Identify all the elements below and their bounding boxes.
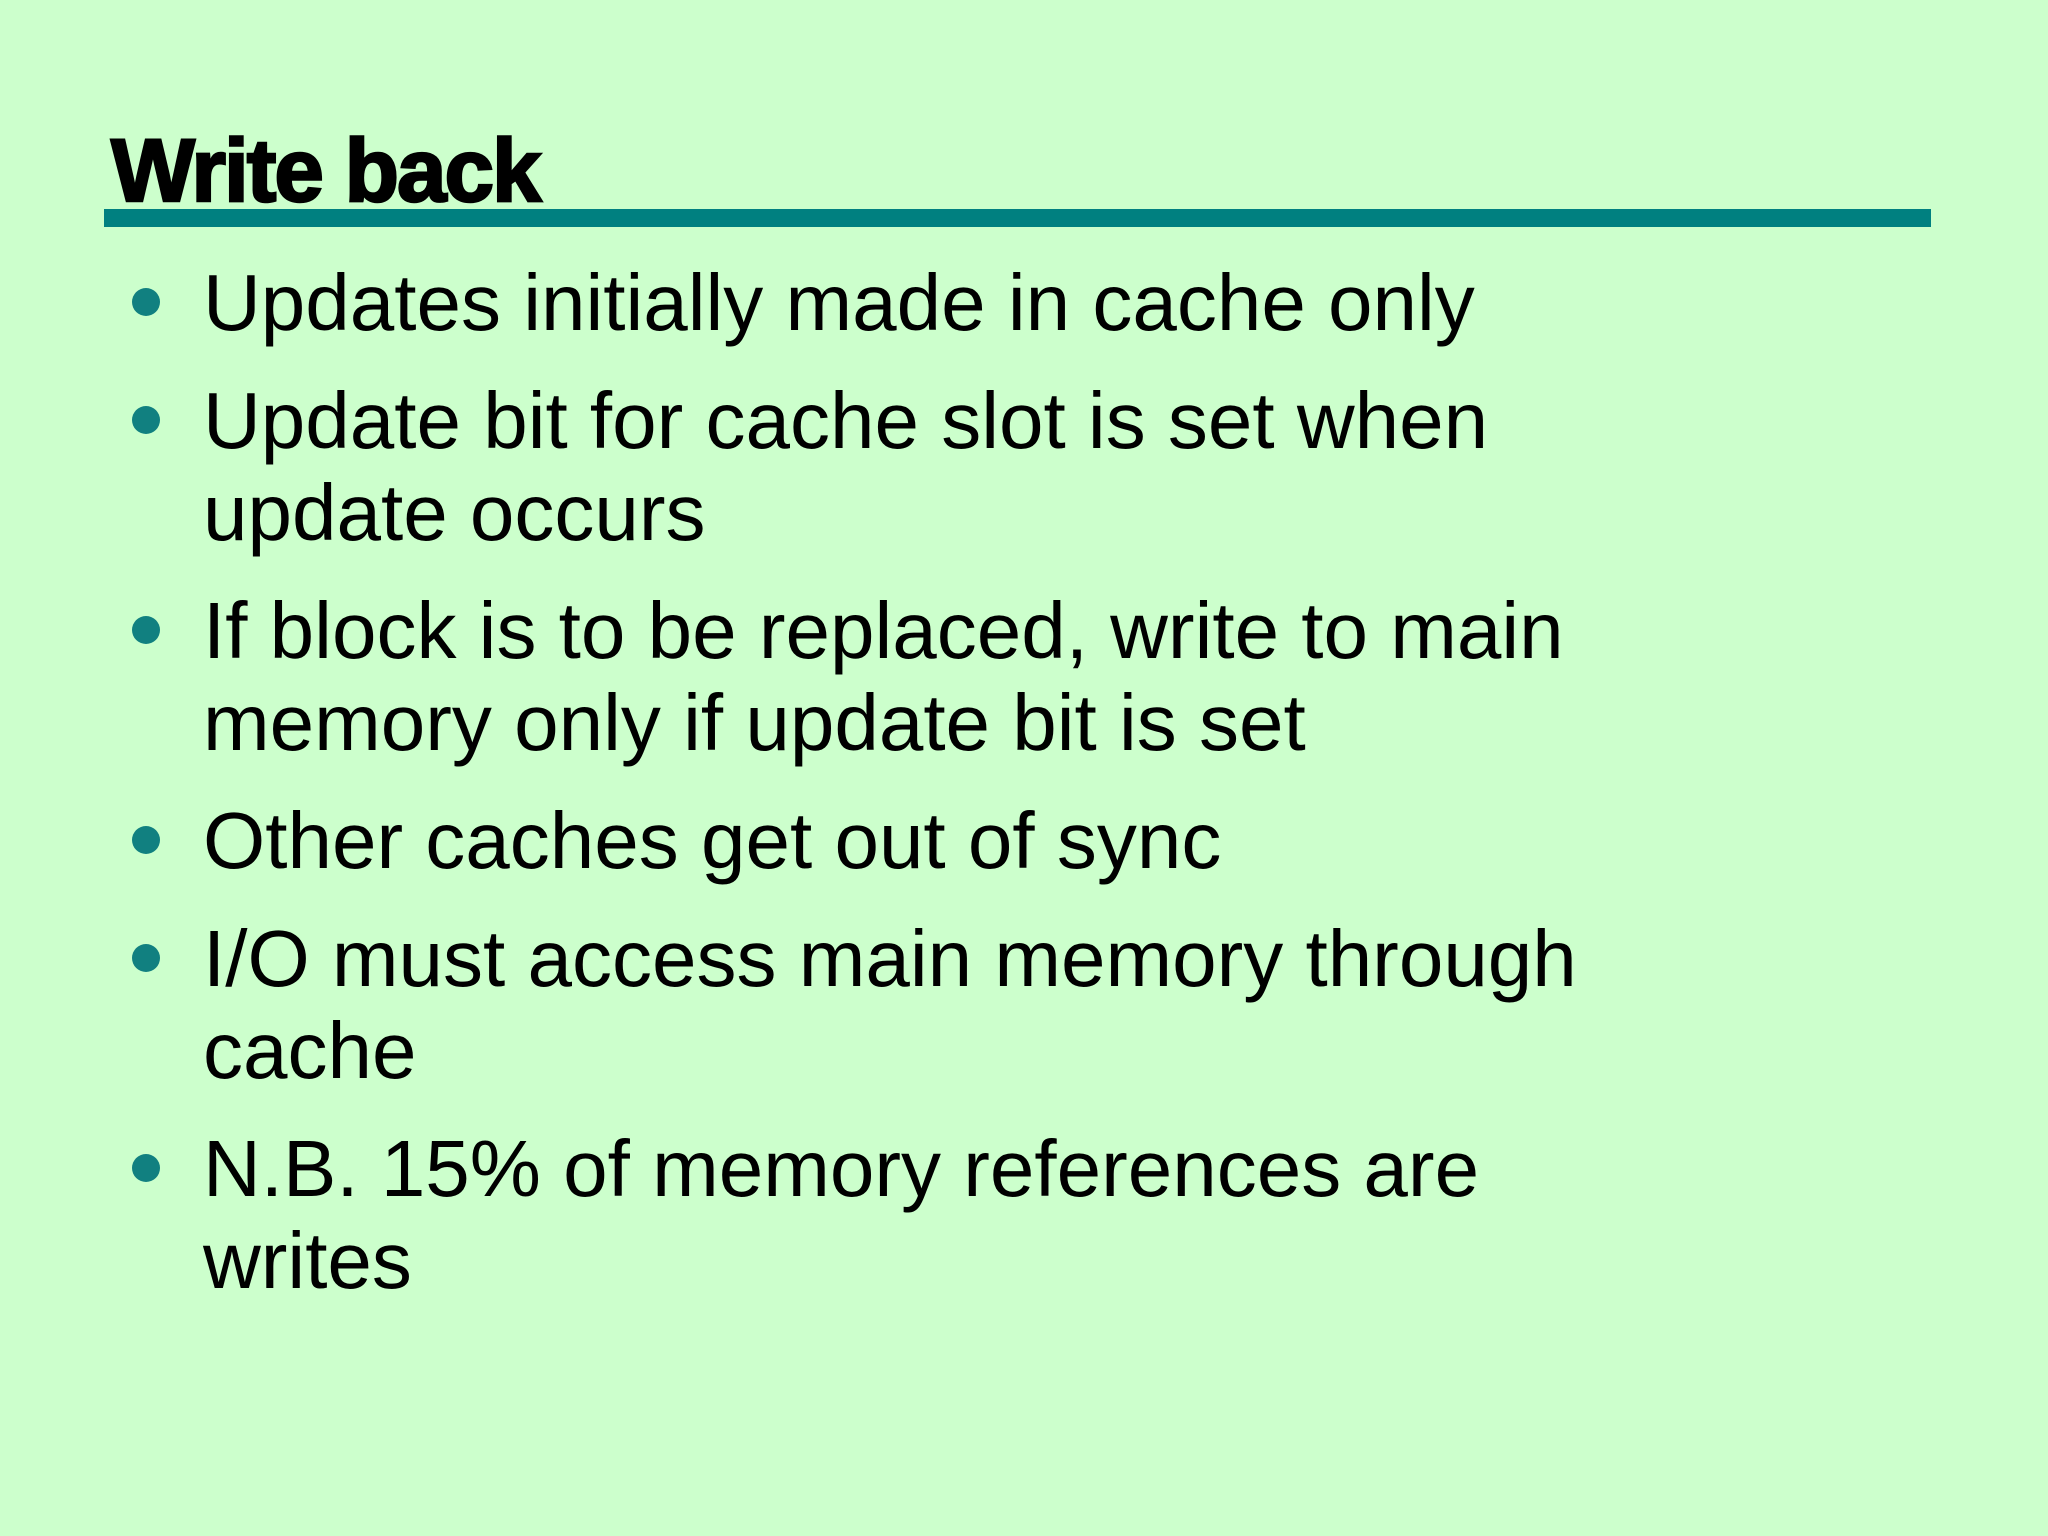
bullet-icon (132, 944, 160, 972)
list-item: Other caches get out of sync (132, 795, 1922, 887)
list-item: Update bit for cache slot is set when up… (132, 375, 1922, 559)
bullet-icon (132, 288, 160, 316)
bullet-icon (132, 826, 160, 854)
bullet-text: Other caches get out of sync (203, 796, 1222, 885)
list-item: Updates initially made in cache only (132, 257, 1922, 349)
bullet-text: N.B. 15% of memory references are writes (203, 1124, 1480, 1305)
bullet-text: Updates initially made in cache only (203, 258, 1475, 347)
title-underline-rule (104, 209, 1931, 227)
bullet-text: Update bit for cache slot is set when up… (203, 376, 1489, 557)
list-item: I/O must access main memory through cach… (132, 913, 1922, 1097)
bullet-icon (132, 616, 160, 644)
page-title: Write back (110, 120, 543, 220)
list-item: If block is to be replaced, write to mai… (132, 585, 1922, 769)
bullet-text: I/O must access main memory through cach… (203, 914, 1577, 1095)
list-item: N.B. 15% of memory references are writes (132, 1123, 1922, 1307)
bullet-icon (132, 406, 160, 434)
bullet-text: If block is to be replaced, write to mai… (203, 586, 1564, 767)
bullet-icon (132, 1154, 160, 1182)
bullet-list: Updates initially made in cache only Upd… (132, 257, 1922, 1333)
